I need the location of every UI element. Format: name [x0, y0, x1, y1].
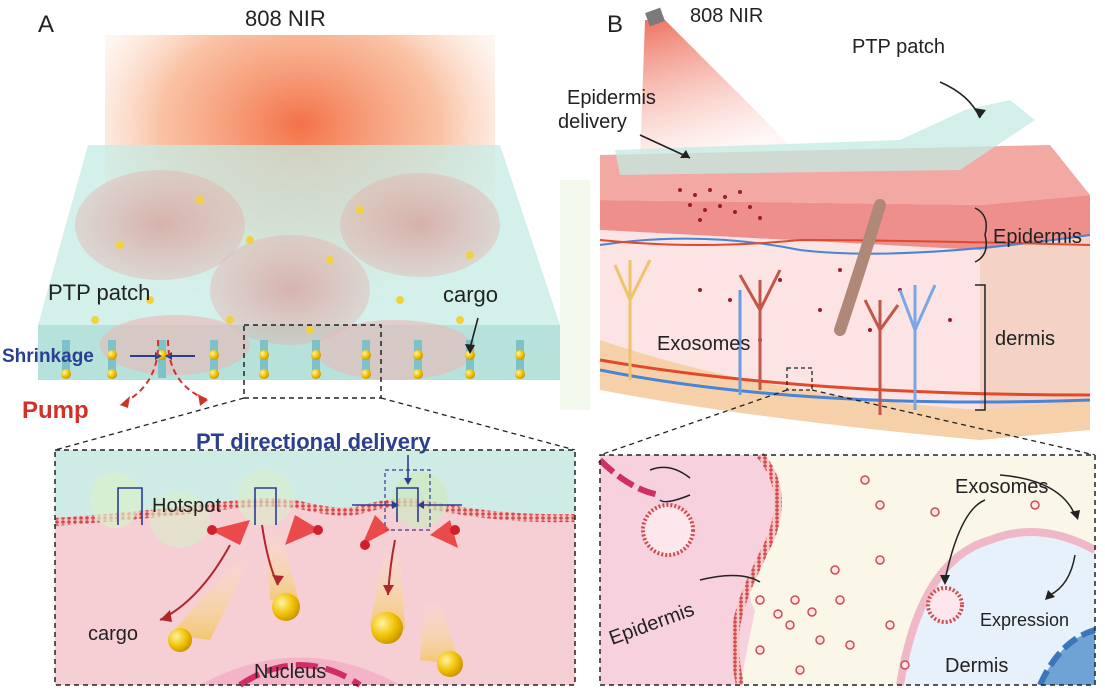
- inset-b-dermis-label: Dermis: [945, 655, 1008, 677]
- panel-b: [597, 7, 1097, 687]
- panel-a-laser-label: 808 NIR: [245, 6, 326, 31]
- skin-epidermis: [600, 195, 1090, 250]
- cell-a-4: [100, 315, 250, 375]
- cargo-ball-3: [371, 612, 403, 644]
- inset-a-cargo-label: cargo: [88, 623, 138, 645]
- dermis-label: dermis: [995, 328, 1055, 350]
- panel-a: [38, 35, 590, 688]
- epidermis-delivery-label: Epidermis delivery: [558, 87, 661, 133]
- cargo-ball-4: [437, 651, 463, 677]
- hotspot-label: Hotspot: [152, 495, 221, 517]
- cargo-ball-1: [168, 628, 192, 652]
- inner-vesicle: [641, 503, 695, 557]
- shrinkage-label: Shrinkage: [2, 346, 94, 367]
- cell-a-5: [315, 320, 475, 380]
- panel-a-patch-label: PTP patch: [48, 280, 150, 305]
- panel-b-laser-label: 808 NIR: [690, 5, 763, 27]
- cargo-channel-dots-a: [61, 350, 525, 379]
- inset-b-exosomes-label: Exosomes: [955, 476, 1048, 498]
- laser-head: [645, 7, 665, 27]
- expression-vesicle: [926, 586, 964, 624]
- cargo-ball-2: [272, 593, 300, 621]
- epidermis-label: Epidermis: [993, 226, 1082, 248]
- panel-a-letter: A: [38, 11, 54, 38]
- inset-a: [54, 449, 576, 688]
- exosome-particles: [755, 475, 1040, 675]
- cargo-dots-a: [91, 196, 474, 334]
- ptp-patch-b: [615, 100, 1035, 175]
- panel-b-letter: B: [607, 11, 623, 38]
- nucleus-label: Nucleus: [254, 661, 326, 683]
- expression-label: Expression: [980, 610, 1069, 630]
- panel-a-cargo-label: cargo: [443, 282, 498, 307]
- exosomes-label: Exosomes: [657, 333, 750, 355]
- panel-b-patch-label: PTP patch: [852, 36, 945, 58]
- cell-a-1: [75, 170, 245, 280]
- pump-label: Pump: [22, 397, 89, 424]
- zoom-box-a: [243, 324, 382, 399]
- dermis-membrane: [896, 528, 1097, 686]
- inset-b: [597, 452, 1097, 687]
- inset-a-title: PT directional delivery: [196, 429, 432, 454]
- zoom-box-b: [786, 367, 813, 391]
- laser-beam-b: [640, 20, 790, 160]
- cell-a-3: [340, 173, 500, 277]
